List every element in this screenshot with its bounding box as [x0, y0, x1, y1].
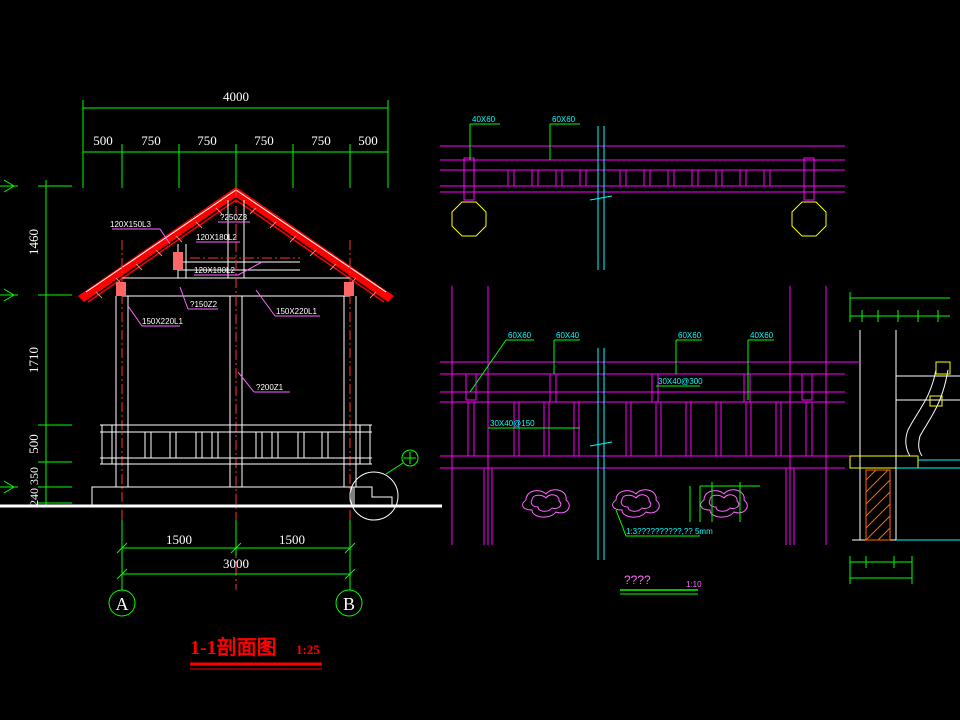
detail-top-joists: [507, 169, 771, 187]
drawing-title: 1-1剖面图: [190, 635, 277, 659]
detail-caption: ????: [624, 573, 651, 587]
detail-top-posts: [451, 201, 827, 237]
railing: [100, 424, 372, 465]
detail-middle-leaders: [469, 339, 774, 537]
detail-right-caps: [849, 361, 951, 469]
cloud-ornaments: [522, 489, 748, 518]
dim-overall-width: 4000: [223, 89, 249, 104]
detail-mid-label-6: 30X40@150: [490, 419, 535, 428]
dim-height-roof: 1460: [26, 229, 41, 255]
detail-mid-label-3: 60X60: [678, 331, 702, 340]
label-column: ?200Z1: [256, 383, 284, 392]
dim-segment-1: 500: [93, 133, 113, 148]
detail-middle-dims: [689, 482, 760, 522]
label-rafter: 120X150L3: [110, 220, 151, 229]
dim-height-step: 350: [27, 467, 41, 485]
platform-base: [0, 471, 442, 521]
dim-segment-5: 750: [311, 133, 331, 148]
left-dimension-chain: [0, 179, 72, 505]
detail-mid-note: 1:3??????????,?? 5mm: [626, 527, 713, 536]
dim-segment-4: 750: [254, 133, 274, 148]
detail-top-label-2: 60X60: [552, 115, 576, 124]
axis-label-a: A: [116, 594, 129, 614]
label-beam-left: 150X220L1: [142, 317, 183, 326]
section-callout: [385, 449, 419, 475]
top-dimension-chain: [82, 100, 389, 188]
label-ridge-beam: 120X180L2: [196, 233, 237, 242]
detail-right-section: [845, 292, 960, 584]
label-king-post: ?250Z3: [220, 213, 248, 222]
dim-bay-right: 1500: [279, 532, 305, 547]
bottom-dimension-chain: [116, 520, 356, 590]
detail-caption-scale: 1:10: [686, 580, 702, 589]
label-beam-right: 150X220L1: [276, 307, 317, 316]
dim-height-base: 240: [27, 488, 41, 506]
section-hatch: [865, 469, 891, 541]
detail-mid-label-2: 60X40: [556, 331, 580, 340]
detail-middle-centerline: [589, 348, 613, 560]
drawing-scale: 1:25: [296, 642, 320, 657]
detail-top-label-1: 40X60: [472, 115, 496, 124]
axis-bubble-b: B: [335, 589, 363, 617]
dim-segment-2: 750: [141, 133, 161, 148]
railing-balusters: [144, 431, 329, 459]
label-short-post: ?150Z2: [190, 300, 218, 309]
rafter-ends: [116, 252, 354, 296]
axis-label-b: B: [343, 594, 355, 614]
label-tie-beam: 120X180L2: [194, 266, 235, 275]
dim-bay-left: 1500: [166, 532, 192, 547]
dim-height-railing: 500: [26, 434, 41, 454]
detail-mid-label-4: 40X60: [750, 331, 774, 340]
detail-middle-slats: [513, 373, 782, 457]
section-drawing: 4000 500 750 750 750 750 500 1460 1710 5…: [0, 89, 442, 670]
detail-right-leaders: [896, 459, 960, 541]
member-label-leaders: [112, 221, 320, 393]
dim-height-column: 1710: [26, 347, 41, 373]
detail-top-centerline: [589, 126, 613, 270]
dim-bay-overall: 3000: [223, 556, 249, 571]
detail-mid-label-5: 30X40@300: [658, 377, 703, 386]
detail-middle: 60X60 60X40 60X60 40X60 30X40@300 30X40@…: [440, 286, 845, 595]
detail-top: 40X60 60X60: [440, 115, 845, 270]
detail-mid-label-1: 60X60: [508, 331, 532, 340]
dim-segment-3: 750: [197, 133, 217, 148]
axis-bubble-a: A: [108, 589, 136, 617]
dim-segment-6: 500: [358, 133, 378, 148]
